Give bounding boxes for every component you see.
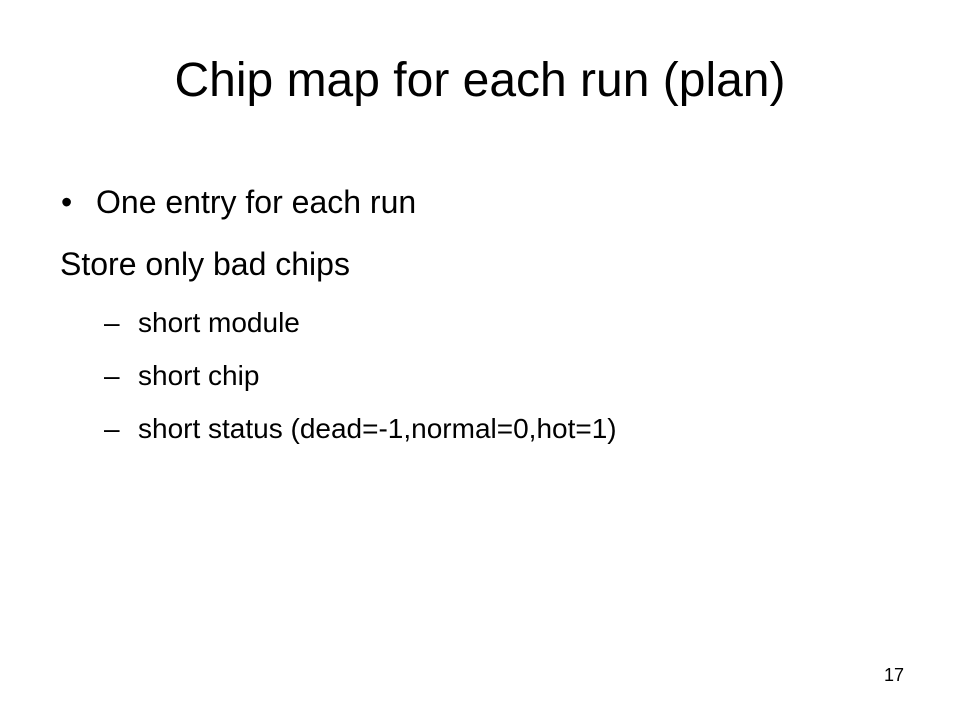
page-number: 17 bbox=[883, 665, 904, 685]
bullet-marker: • bbox=[61, 184, 73, 220]
body-line: Store only bad chips bbox=[60, 248, 350, 280]
dash-marker: – bbox=[104, 413, 120, 444]
sub-bullet-item: – short status (dead=-1,normal=0,hot=1) bbox=[104, 413, 617, 444]
sub-bullet-item: – short module bbox=[104, 307, 300, 338]
sub-bullet-text: short module bbox=[138, 307, 300, 338]
body-text: Store only bad chips bbox=[60, 246, 350, 282]
dash-marker: – bbox=[104, 307, 120, 338]
sub-bullet-text: short chip bbox=[138, 360, 260, 391]
sub-bullet-item: – short chip bbox=[104, 360, 260, 391]
dash-marker: – bbox=[104, 360, 120, 391]
sub-bullet-text: short status (dead=-1,normal=0,hot=1) bbox=[138, 413, 617, 444]
slide-title: Chip map for each run (plan) bbox=[174, 54, 786, 107]
bullet-text: One entry for each run bbox=[96, 184, 417, 220]
bullet-item: • One entry for each run bbox=[61, 184, 417, 220]
